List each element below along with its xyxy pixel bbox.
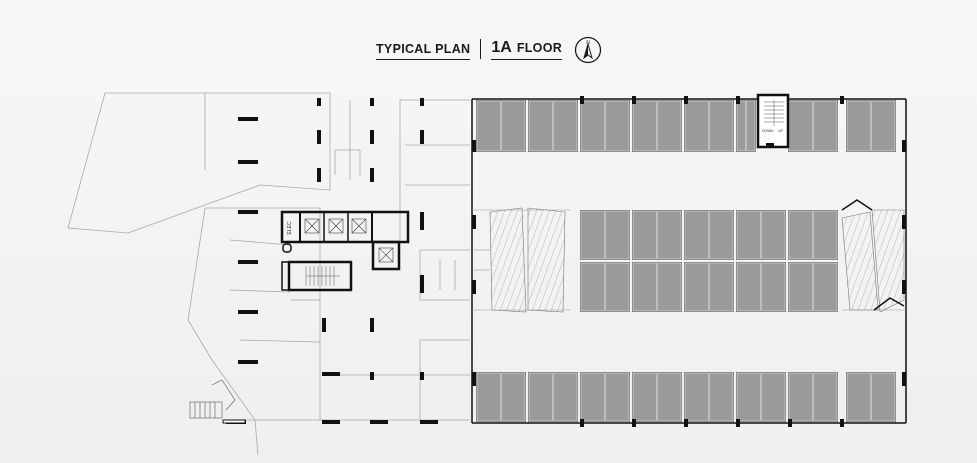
elevator-label: ELEC bbox=[287, 221, 293, 234]
parking-bay bbox=[736, 262, 786, 312]
parking-bay bbox=[788, 210, 838, 260]
ramp-east bbox=[841, 199, 905, 313]
stair-icon bbox=[305, 266, 340, 286]
floor-word: FLOOR bbox=[516, 40, 563, 55]
stair-down-label: DOWN bbox=[762, 129, 774, 133]
parking-bay bbox=[788, 100, 838, 152]
parking-bay bbox=[476, 372, 526, 422]
parking-bay bbox=[684, 262, 734, 312]
parking-bay bbox=[632, 100, 682, 152]
parking-bay bbox=[846, 372, 896, 422]
parking-bay bbox=[580, 372, 630, 422]
parking-bay bbox=[736, 210, 786, 260]
parking-bay bbox=[528, 100, 578, 152]
parking-bay bbox=[736, 100, 756, 152]
floor-number: 1A bbox=[491, 38, 512, 56]
parking-bay bbox=[476, 100, 526, 152]
parking-bay bbox=[788, 372, 838, 422]
parking-bay bbox=[632, 372, 682, 422]
north-letter: N bbox=[586, 40, 590, 46]
ramp-west bbox=[474, 207, 566, 313]
north-arrow-icon: N bbox=[574, 36, 602, 64]
parking-bay bbox=[684, 372, 734, 422]
parking-bay bbox=[632, 262, 682, 312]
parking-bay bbox=[580, 262, 630, 312]
parking-hall-outline bbox=[471, 98, 907, 424]
exterior-stair-icon bbox=[189, 379, 246, 424]
parking-bay bbox=[736, 372, 786, 422]
parking-bay bbox=[632, 210, 682, 260]
title-separator bbox=[480, 39, 482, 59]
plan-label: TYPICAL PLAN bbox=[376, 42, 471, 60]
elevator-icon bbox=[304, 218, 394, 263]
parking-row-top bbox=[476, 100, 896, 152]
parking-bay bbox=[580, 100, 630, 152]
parking-bay bbox=[580, 210, 630, 260]
parking-row-middle-lower bbox=[580, 262, 838, 312]
parking-bay bbox=[684, 100, 734, 152]
parking-columns bbox=[472, 96, 906, 427]
parking-bay bbox=[528, 372, 578, 422]
structural-columns bbox=[226, 98, 438, 424]
floor-title: 1A FLOOR bbox=[491, 38, 563, 60]
stair-up-label: UP bbox=[778, 129, 784, 133]
left-wing-outline bbox=[67, 92, 470, 456]
parking-row-middle-upper bbox=[580, 210, 838, 260]
parking-bay bbox=[684, 210, 734, 260]
vertical-core: ELEC bbox=[280, 210, 410, 292]
parking-bay bbox=[846, 100, 896, 152]
plan-title: TYPICAL PLAN 1A FLOOR bbox=[376, 34, 606, 64]
parking-stair-core: DOWN UP bbox=[756, 93, 790, 149]
parking-bay bbox=[788, 262, 838, 312]
parking-row-bottom bbox=[476, 372, 896, 422]
